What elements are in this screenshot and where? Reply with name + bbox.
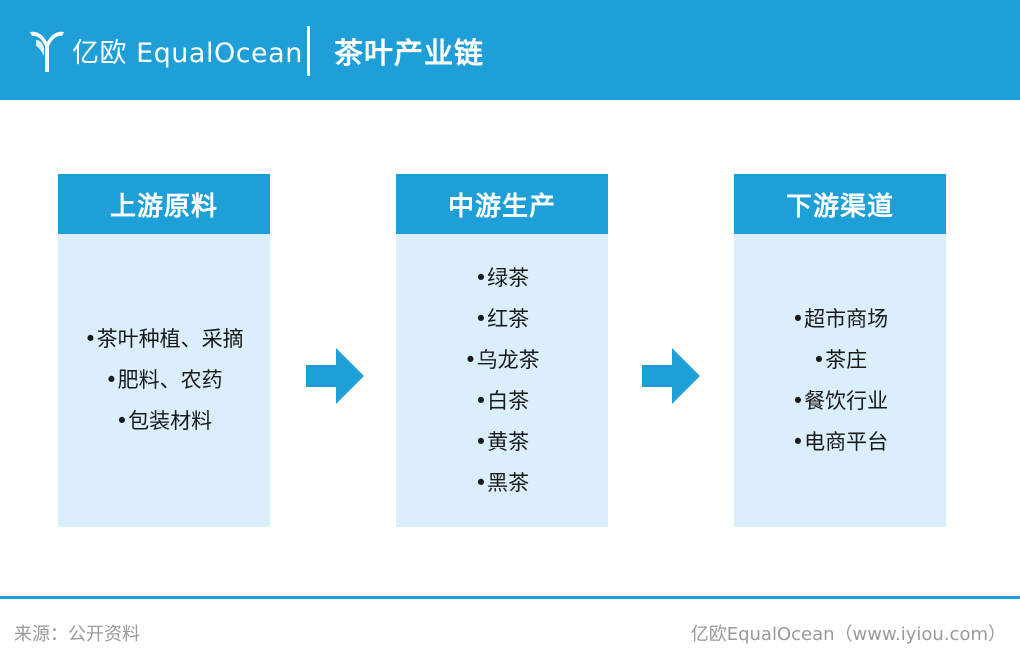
footer-divider xyxy=(0,596,1020,599)
list-item: •白茶 xyxy=(474,388,530,413)
list-item: •红茶 xyxy=(474,306,530,331)
stage-downstream-title: 下游渠道 xyxy=(734,174,946,234)
page-title: 茶叶产业链 xyxy=(334,36,485,70)
arrow-right-icon xyxy=(306,348,364,404)
stage-midstream: 中游生产 •绿茶 •红茶 •乌龙茶 •白茶 •黄茶 •黑茶 xyxy=(396,174,608,527)
logo-mark-icon xyxy=(30,31,64,72)
list-item: •包装材料 xyxy=(115,409,213,433)
source-note: 来源：公开资料 xyxy=(14,624,140,645)
stage-midstream-body: •绿茶 •红茶 •乌龙茶 •白茶 •黄茶 •黑茶 xyxy=(396,234,608,527)
stage-upstream: 上游原料 •茶叶种植、采摘 •肥料、农药 •包装材料 xyxy=(58,174,270,527)
list-item: •茶庄 xyxy=(812,347,868,372)
stage-upstream-title: 上游原料 xyxy=(58,174,270,234)
stage-downstream: 下游渠道 •超市商场 •茶庄 •餐饮行业 •电商平台 xyxy=(734,174,946,527)
header-divider xyxy=(307,26,310,76)
list-item: •黄茶 xyxy=(474,429,530,454)
brand-name: 亿欧 EqualOcean xyxy=(72,37,303,69)
arrow-right-icon xyxy=(642,348,700,404)
stage-upstream-body: •茶叶种植、采摘 •肥料、农药 •包装材料 xyxy=(58,234,270,527)
list-item: •乌龙茶 xyxy=(464,347,540,372)
list-item: •电商平台 xyxy=(791,429,889,454)
stage-midstream-title: 中游生产 xyxy=(396,174,608,234)
stage-downstream-body: •超市商场 •茶庄 •餐饮行业 •电商平台 xyxy=(734,234,946,527)
header-bar: 亿欧 EqualOcean 茶叶产业链 xyxy=(0,0,1020,100)
list-item: •茶叶种植、采摘 xyxy=(84,327,244,351)
list-item: •肥料、农药 xyxy=(105,368,223,392)
list-item: •超市商场 xyxy=(791,306,889,331)
list-item: •绿茶 xyxy=(474,265,530,290)
credit-note: 亿欧EqualOcean（www.iyiou.com） xyxy=(690,624,1006,645)
list-item: •黑茶 xyxy=(474,470,530,495)
brand-logo: 亿欧 EqualOcean xyxy=(28,24,303,76)
list-item: •餐饮行业 xyxy=(791,388,889,413)
